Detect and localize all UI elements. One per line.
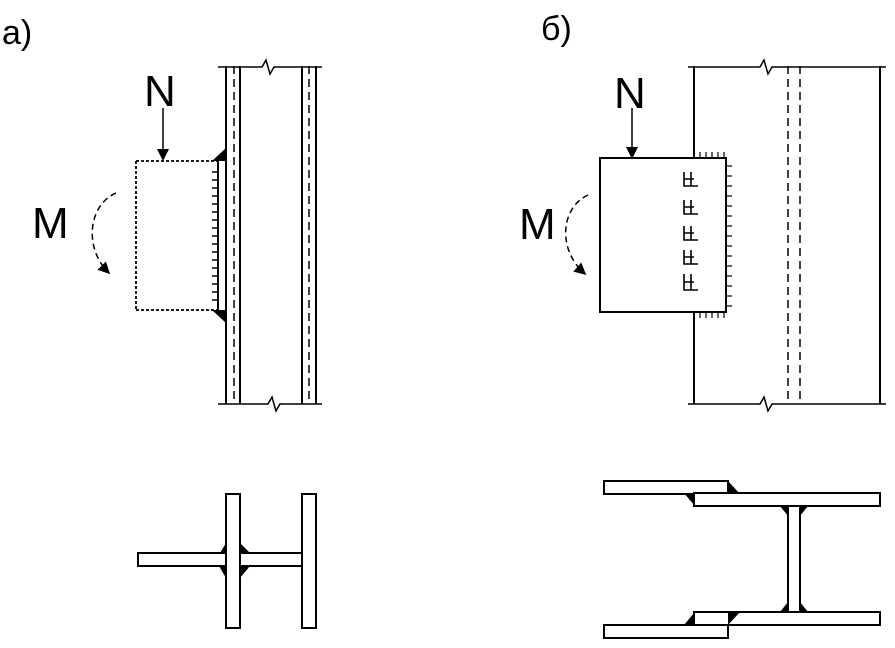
panel-b-label: б) [541, 10, 572, 48]
panel-a-force-n-label: N [144, 67, 176, 116]
panel-a-moment-m-label: M [32, 199, 69, 248]
panel-b-fillet-weld [699, 152, 732, 318]
panel-a-weld-fillets [212, 148, 226, 323]
panel-a-section-welds [219, 543, 250, 578]
panel-b-bolt-marks [683, 172, 698, 291]
panel-b-elevation [564, 58, 886, 413]
panel-b-section [603, 480, 881, 639]
panel-b-section-welds [684, 481, 808, 625]
panel-b-force-n-label: N [614, 69, 646, 118]
panel-a-section [137, 493, 317, 629]
panel-a-label: а) [2, 14, 33, 52]
panel-a-fillet-weld [212, 171, 218, 301]
panel-b-moment-m-label: M [519, 200, 556, 249]
panel-a-elevation [91, 58, 322, 413]
